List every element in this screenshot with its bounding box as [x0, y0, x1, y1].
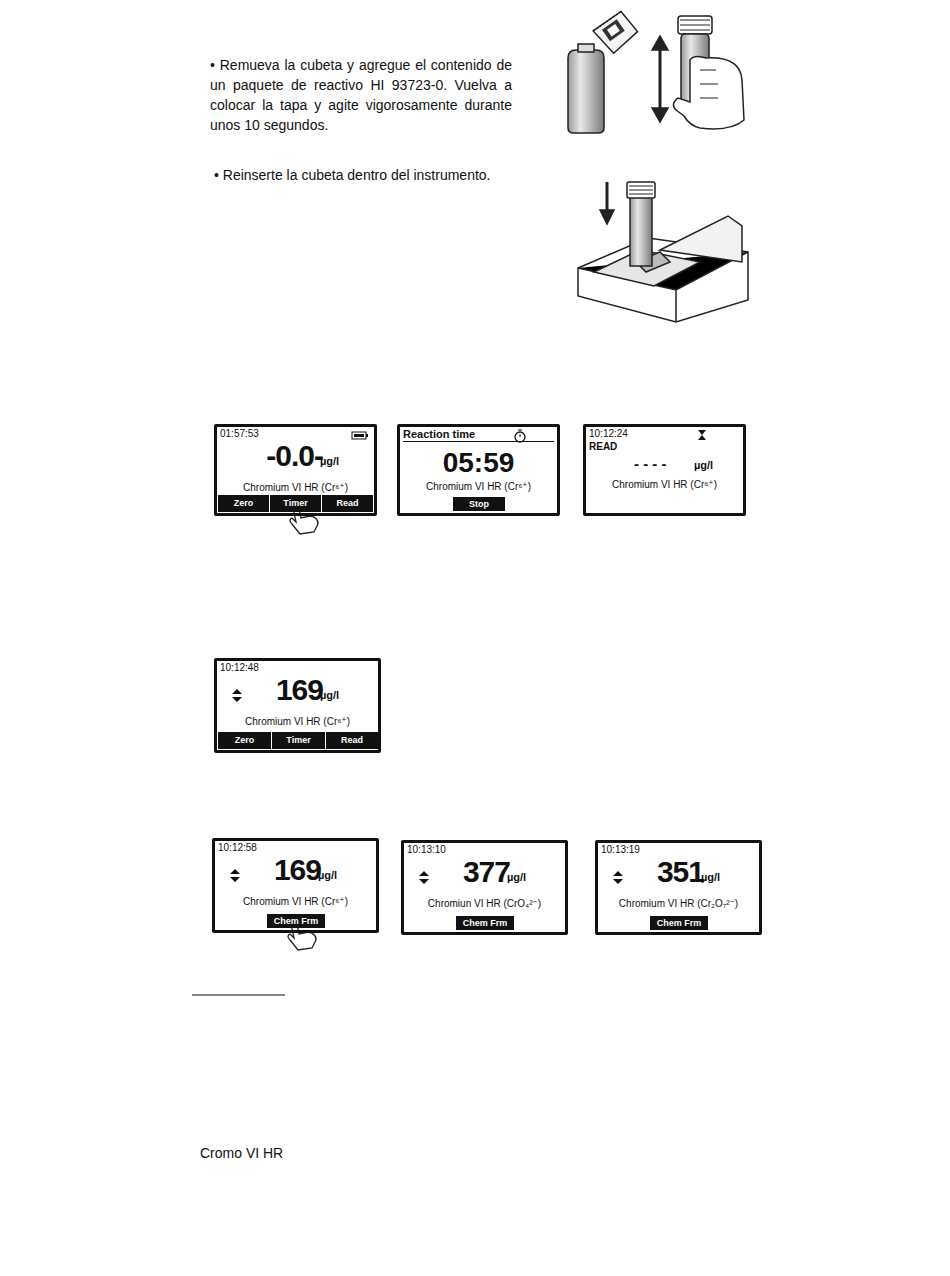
stopwatch-icon	[515, 430, 525, 442]
soft-key-label: Zero	[218, 732, 271, 749]
unit: µg/l	[318, 869, 337, 882]
soft-key: Zero	[218, 495, 269, 512]
method-name: Chromium VI HR (Cr⁶⁺)	[400, 481, 557, 493]
soft-key: Chem Frm	[267, 914, 325, 928]
lcd-screen: 10:13:10 377µg/lChromiun VI HR (CrO₄²⁻) Ch…	[401, 840, 568, 935]
unit: µg/l	[320, 689, 339, 702]
hourglass-icon	[698, 430, 706, 440]
instruction-step: • Reinserte la cubeta dentro del instrum…	[214, 165, 534, 185]
soft-key: Read	[322, 495, 373, 512]
soft-key-label: Chem Frm	[456, 916, 514, 930]
unit: µg/l	[701, 871, 720, 884]
method-name: Chromium VI HR (Cr⁶⁺)	[215, 896, 376, 908]
reagent-bottle	[568, 10, 640, 133]
lcd-screen: 10:12:24READ - - - - µg/lChromium VI HR (C…	[583, 424, 746, 516]
battery-icon	[352, 432, 368, 439]
soft-key-label: Chem Frm	[267, 914, 325, 928]
soft-key-label: Chem Frm	[650, 916, 708, 930]
lcd-screen: Reaction time 05:59Chromium VI HR (Cr⁶⁺) S…	[397, 424, 560, 516]
method-name: Chromiun VI HR (CrO₄²⁻)	[404, 898, 565, 910]
method-name: Chromium VI HR (Cr₂O₇²⁻)	[598, 898, 759, 910]
clock-time: 10:12:24	[589, 428, 628, 440]
soft-key-label: Read	[326, 732, 378, 749]
reading-value: -0.0-	[266, 439, 323, 474]
clock-time: 10:12:58	[218, 842, 257, 854]
method-name: Chromium VI HR (Cr⁶⁺)	[586, 479, 743, 491]
soft-key: Timer	[270, 495, 321, 512]
dash-placeholder: - - - -	[634, 455, 666, 472]
reading-value: 169	[274, 853, 321, 888]
clock-time: 10:13:10	[407, 844, 446, 856]
status-text: READ	[589, 441, 617, 453]
clock-time: 01:57:53	[220, 428, 259, 440]
lcd-screen: 10:12:48 169µg/lChromium VI HR (Cr⁶⁺) Zero…	[214, 658, 381, 753]
clock-time: 10:13:19	[601, 844, 640, 856]
shaking-hand	[652, 16, 744, 129]
soft-key: Chem Frm	[650, 916, 708, 930]
soft-key: Read	[326, 732, 378, 749]
lcd-screen: 01:57:53 -0.0-µg/lChromium VI HR (Cr⁶⁺)Ze…	[214, 424, 377, 516]
unit: µg/l	[507, 871, 526, 884]
lcd-screen: 10:12:58 169µg/lChromium VI HR (Cr⁶⁺) Chem…	[212, 838, 379, 933]
soft-key: Chem Frm	[456, 916, 514, 930]
soft-key: Timer	[272, 732, 325, 749]
screen-heading: Reaction time	[403, 428, 554, 442]
method-name: Chromium VI HR (Cr⁶⁺)	[217, 482, 374, 494]
photometer	[578, 182, 748, 322]
clock-time: 10:12:48	[220, 662, 259, 674]
soft-key: Stop	[453, 497, 505, 511]
soft-key-label: Stop	[453, 497, 505, 511]
soft-key: Zero	[218, 732, 271, 749]
reading-value: 351	[657, 855, 704, 890]
soft-key-label: Zero	[218, 495, 269, 512]
countdown: 05:59	[400, 447, 557, 479]
reading-value: 169	[276, 673, 323, 708]
footer-title: Cromo VI HR	[200, 1143, 400, 1163]
lcd-screen: 10:13:19 351µg/lChromium VI HR (Cr₂O₇²⁻) C…	[595, 840, 762, 935]
unit: µg/l	[320, 455, 339, 468]
soft-key-label: Timer	[270, 495, 321, 512]
method-name: Chromium VI HR (Cr⁶⁺)	[217, 716, 378, 728]
footnote-rule	[192, 994, 285, 995]
instruction-step: • Remueva la cubeta y agregue el conteni…	[210, 55, 512, 135]
soft-key-label: Timer	[272, 732, 325, 749]
reading-value: 377	[463, 855, 510, 890]
soft-key-label: Read	[322, 495, 373, 512]
unit: µg/l	[694, 459, 713, 472]
